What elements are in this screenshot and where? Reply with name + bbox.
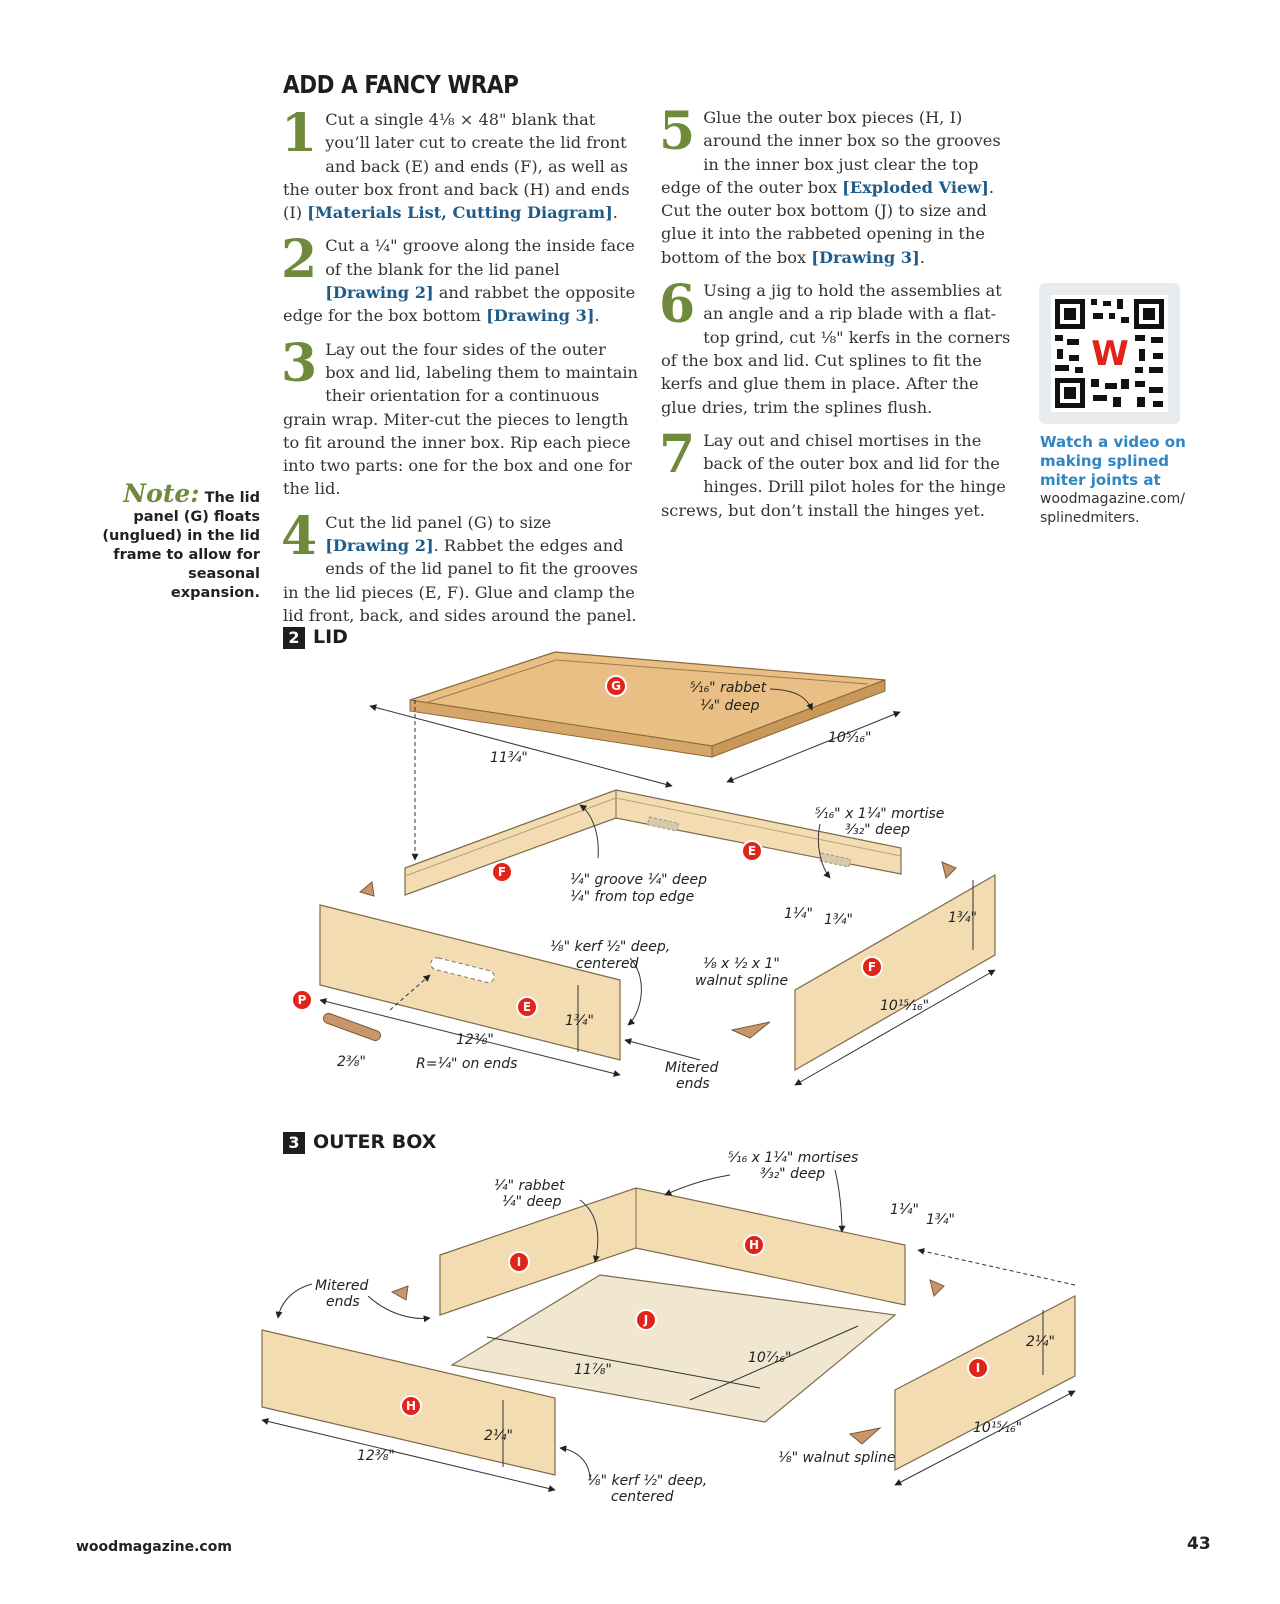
- dimension: 10⁵⁄₁₆": [828, 730, 871, 746]
- step-number: 7: [659, 423, 696, 485]
- outer-box-drawing: I H J H I ⁵⁄₁₆ x 1¼" mortises ³⁄₃₂" deep…: [261, 1150, 1076, 1505]
- video-link-text[interactable]: Watch a video on making splined miter jo…: [1040, 433, 1186, 489]
- dimension: 1¼": [890, 1202, 919, 1218]
- cross-reference: [Materials List, Cutting Diagram]: [307, 203, 613, 223]
- cross-reference: [Drawing 3]: [811, 247, 920, 267]
- svg-text:¼" deep: ¼" deep: [700, 698, 760, 714]
- dimension: 2⅜": [337, 1054, 366, 1070]
- part-label-e: E: [523, 1000, 531, 1014]
- part-label-g: G: [611, 679, 621, 693]
- part-label-i: I: [976, 1361, 980, 1375]
- callout-radius: R=¼" on ends: [416, 1056, 517, 1072]
- lid-end-f: [794, 873, 996, 1072]
- footer-site: woodmagazine.com: [76, 1539, 232, 1555]
- step-number: 6: [659, 274, 696, 336]
- part-label-f: F: [498, 865, 506, 879]
- callout-mortises: ⁵⁄₁₆ x 1¼" mortises: [728, 1150, 858, 1166]
- svg-text:ends: ends: [676, 1076, 710, 1092]
- dimension: 12⅜": [456, 1032, 494, 1048]
- svg-text:¼" deep: ¼" deep: [502, 1194, 562, 1210]
- sidebar-note: Note: The lid panel (G) floats (unglued)…: [95, 481, 260, 603]
- dimension: 1¼": [784, 906, 813, 922]
- dimension: 1¾": [824, 912, 853, 928]
- box-end-i: [894, 1295, 1076, 1471]
- pin-p: [323, 1012, 381, 1042]
- dimension: 2¼": [484, 1428, 513, 1444]
- callout-groove: ¼" groove ¼" deep: [570, 872, 707, 888]
- qr-logo-letter: W: [1091, 334, 1129, 374]
- lid-panel-g: [409, 651, 886, 747]
- svg-text:walnut spline: walnut spline: [695, 973, 788, 989]
- part-label-e: E: [748, 844, 756, 858]
- dimension: 10¹⁵⁄₁₆": [880, 998, 929, 1014]
- dimension: 2¼": [1026, 1334, 1055, 1350]
- svg-text:³⁄₃₂" deep: ³⁄₃₂" deep: [845, 822, 910, 838]
- box-bottom-j: [450, 1274, 897, 1423]
- step-number: 5: [659, 101, 696, 162]
- svg-text:centered: centered: [576, 956, 639, 972]
- svg-text:¼" from top edge: ¼" from top edge: [570, 889, 694, 905]
- part-label-p: P: [298, 993, 307, 1007]
- dimension: 10¹⁵⁄₁₆": [973, 1420, 1022, 1436]
- cross-reference: [Exploded View]: [842, 177, 989, 197]
- callout-mitered-ends: Mitered: [315, 1278, 368, 1294]
- part-label-h: H: [406, 1399, 416, 1413]
- qr-code[interactable]: W: [1039, 283, 1180, 424]
- part-label-j: J: [643, 1313, 648, 1327]
- callout-mortise: ⁵⁄₁₆" x 1¼" mortise: [815, 806, 944, 822]
- part-label-h: H: [749, 1238, 759, 1252]
- cross-reference: [Drawing 2]: [325, 536, 434, 556]
- step-number: 4: [281, 505, 318, 567]
- dimension: 1¾": [926, 1212, 955, 1228]
- figure-number-badge: 3: [283, 1132, 305, 1154]
- svg-text:³⁄₃₂" deep: ³⁄₃₂" deep: [760, 1166, 825, 1182]
- dimension: 11⅞": [574, 1362, 612, 1378]
- callout-spline: ⅛" walnut spline: [778, 1450, 896, 1466]
- note-label: Note:: [123, 479, 200, 508]
- svg-text:centered: centered: [611, 1489, 674, 1505]
- note-text: The lid panel (G) floats (unglued) in th…: [102, 490, 260, 601]
- page-number: 43: [1187, 1534, 1211, 1554]
- cross-reference: [Drawing 3]: [486, 306, 595, 326]
- dimension: 1¾": [948, 910, 977, 926]
- qr-code-graphic: W: [1051, 295, 1168, 412]
- callout-spline: ⅛ x ½ x 1": [703, 956, 780, 972]
- part-label-f: F: [868, 960, 876, 974]
- dimension: 12⅜": [357, 1448, 395, 1464]
- dimension: 10⁷⁄₁₆": [748, 1350, 791, 1366]
- dimension: 1¾": [565, 1013, 594, 1029]
- part-label-i: I: [517, 1255, 521, 1269]
- page-headline: ADD A FANCY WRAP: [283, 70, 519, 99]
- step-number: 3: [281, 332, 318, 394]
- svg-text:ends: ends: [326, 1294, 360, 1310]
- step-number: 1: [281, 103, 318, 164]
- dimension: 11¾": [490, 750, 528, 766]
- callout-rabbet: ¼" rabbet: [494, 1178, 565, 1194]
- cross-reference: [Drawing 2]: [325, 283, 434, 303]
- lid-drawing: G F E E F P ⁵⁄₁₆" rabbet ¼" deep 11¾" 10…: [291, 651, 996, 1092]
- step-number: 2: [281, 229, 318, 291]
- callout-mitered-ends: Mitered: [665, 1060, 718, 1076]
- callout-rabbet: ⁵⁄₁₆" rabbet: [690, 680, 767, 696]
- qr-caption: Watch a video on making splined miter jo…: [1040, 433, 1210, 528]
- callout-kerf: ⅛" kerf ½" deep,: [587, 1473, 707, 1489]
- figure-number-badge: 2: [283, 627, 305, 649]
- callout-kerf: ⅛" kerf ½" deep,: [550, 939, 670, 955]
- video-url[interactable]: woodmagazine.com/ splinedmiters.: [1040, 491, 1185, 526]
